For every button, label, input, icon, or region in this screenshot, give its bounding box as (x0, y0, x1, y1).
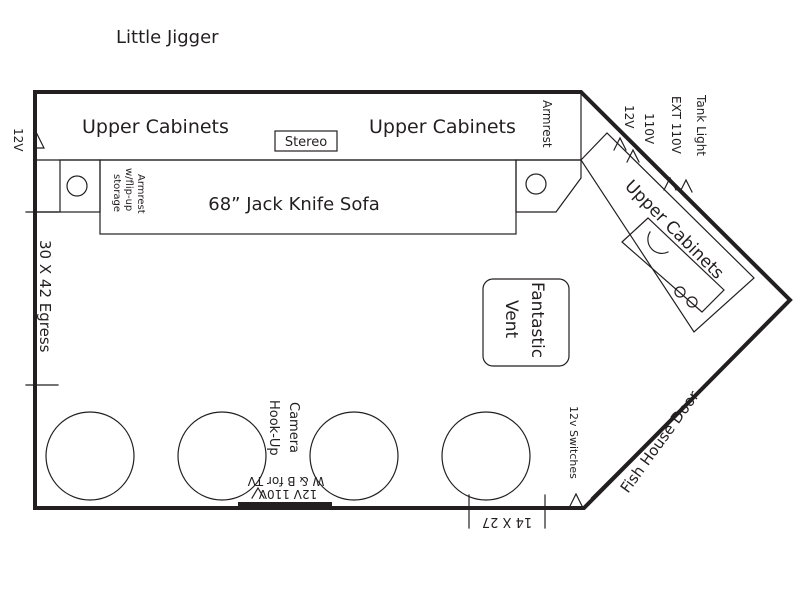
armrest-left (59, 159, 101, 213)
armrest-flipup-label-1: Armrest (135, 174, 146, 214)
outlet-corner-icon-4 (679, 178, 693, 193)
camera-label-1: Camera (286, 402, 301, 453)
burner-1 (674, 286, 686, 298)
tank-light-label: Tank Light (694, 94, 708, 156)
cup-holder-left (66, 175, 88, 197)
fantastic-vent (482, 278, 570, 367)
armrest-flipup-label-2: w/flip-up (123, 168, 134, 211)
outlet-12v-left-label: 12V (11, 128, 25, 152)
outlet-110v-label: 110V (642, 113, 656, 145)
fishing-hole-2 (177, 411, 267, 501)
stereo (274, 130, 338, 152)
fishing-hole-3 (309, 411, 399, 501)
outer-wall (33, 90, 793, 510)
bottom-outlet-label-2: W & B for TV (247, 474, 325, 488)
outlet-corner-icon-2 (626, 148, 640, 163)
camera-label-2: Hook-Up (266, 400, 281, 456)
upper-cabinets-left-label: Upper Cabinets (82, 116, 229, 138)
upper-cabinets-angled-label: Upper Cabinets (620, 176, 727, 283)
plan-title: Little Jigger (116, 27, 219, 48)
door-line (590, 350, 740, 500)
stereo-label: Stereo (285, 135, 327, 150)
bottom-outlet-label-1: 12V 110V (258, 487, 317, 501)
upper-cabinets-angled (580, 132, 755, 333)
outlet-12v-corner-label: 12V (622, 105, 636, 129)
outlet-12v-left-icon (35, 131, 45, 149)
outlet-corner-icon-3 (663, 176, 677, 191)
fishing-hole-4 (441, 411, 531, 501)
sink-stove (621, 217, 725, 313)
armrest-flipup-label-3: storage (111, 174, 122, 212)
burner-2 (686, 296, 698, 308)
armrest-top-label: Armrest (540, 100, 554, 148)
cup-holder-right (525, 173, 547, 195)
upper-cabinets-right-label: Upper Cabinets (369, 116, 516, 138)
fishing-hole-1 (45, 411, 135, 501)
outlet-ext-110v-label: EXT 110V (669, 96, 683, 155)
vent-label-2: Vent (501, 300, 521, 339)
armrest-right (515, 159, 582, 213)
outlet-corner-icon-1 (613, 136, 627, 151)
switch-chevron-icon (569, 492, 583, 507)
sofa-label: 68” Jack Knife Sofa (208, 194, 379, 215)
vent-label-1: Fantastic (527, 282, 547, 358)
door-label: Fish House Door (617, 387, 704, 497)
dimension-label: 14 X 27 (482, 514, 532, 529)
switches-label: 12v Switches (567, 406, 580, 479)
outlet-bottom-icon (251, 486, 265, 499)
egress-label: 30 X 42 Egress (36, 240, 54, 353)
